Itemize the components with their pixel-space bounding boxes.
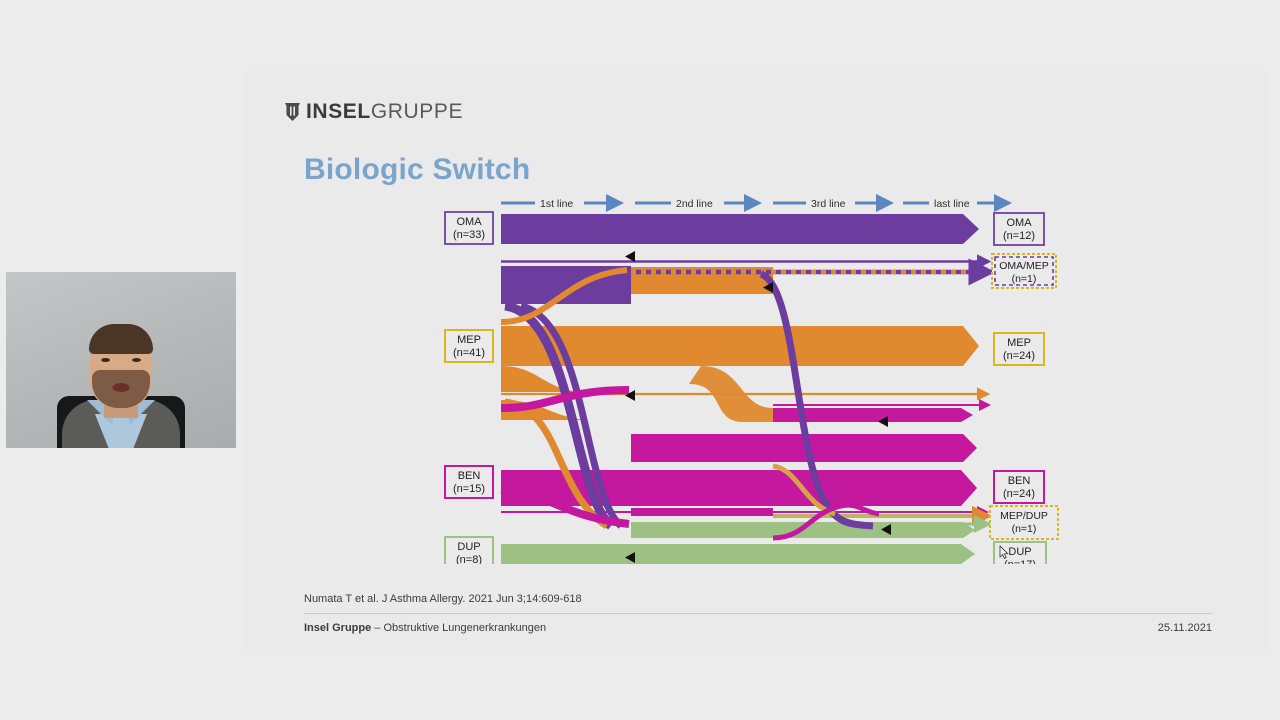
page-title: Biologic Switch	[304, 153, 531, 186]
source-node-oma[interactable]: OMA (n=33)	[444, 211, 494, 245]
flow-dup-persist	[501, 544, 975, 564]
source-node-ben[interactable]: BEN (n=15)	[444, 465, 494, 499]
stage-label-2: 3rd line	[811, 198, 846, 210]
stage-marker-last-line: last line	[903, 194, 1012, 212]
webcam-hair	[89, 324, 153, 354]
target-count-2: (n=24)	[1003, 350, 1035, 362]
stage-label-3: last line	[934, 198, 970, 210]
flow-ben-3rd-seg	[773, 408, 973, 422]
flow-mep-persist	[501, 326, 979, 366]
target-node-ben[interactable]: BEN (n=24)	[993, 470, 1045, 504]
flow-ben-2nd-band	[631, 434, 977, 462]
switch-marker-ben-last	[878, 416, 888, 427]
target-node-oma-mep[interactable]: OMA/MEP (n=1)	[991, 253, 1057, 289]
target-node-labels: OMA (n=12) OMA/MEP (n=1) MEP (n=24)	[989, 212, 1059, 564]
footer-org: Insel Gruppe	[304, 622, 372, 634]
switch-marker-dup-last	[881, 524, 891, 535]
switch-marker-omamep-3rd	[763, 282, 773, 293]
switch-ben-to-mepdup	[772, 502, 880, 541]
sankey-flows	[500, 214, 996, 564]
target-count-0: (n=12)	[1003, 230, 1035, 242]
insel-logo-icon	[285, 103, 300, 121]
footer-left: Insel Gruppe – Obstruktive Lungenerkrank…	[304, 622, 546, 634]
target-count-3: (n=24)	[1003, 488, 1035, 500]
target-count-4: (n=1)	[1012, 523, 1037, 535]
footer-subject: – Obstruktive Lungenerkrankungen	[374, 622, 547, 634]
stage-marker-2nd-line: 2nd line	[635, 194, 762, 212]
sankey-figure: 1st line 2nd line 3rd line	[443, 194, 1068, 564]
flow-oma-persist	[501, 214, 979, 244]
target-count-5: (n=17)	[1004, 559, 1036, 564]
stage-marker-1st-line: 1st line	[501, 194, 624, 212]
target-node-mep-dup[interactable]: MEP/DUP (n=1)	[989, 505, 1059, 540]
webcam-video-tile[interactable]	[6, 272, 236, 448]
target-label-5: DUP	[1008, 546, 1031, 558]
target-node-dup[interactable]: DUP (n=17)	[993, 541, 1047, 564]
footer-divider	[304, 613, 1212, 614]
footer-date: 25.11.2021	[1157, 622, 1212, 634]
switch-ben-up-to-mep	[500, 386, 630, 412]
flow-mep-split-taper	[501, 366, 583, 392]
source-label-1: MEP	[457, 334, 481, 346]
webcam-mouth	[112, 383, 130, 392]
source-count-2: (n=15)	[453, 483, 485, 495]
switch-oma-long-to-bottom	[759, 270, 874, 530]
target-count-1: (n=1)	[1012, 273, 1037, 285]
target-label-2: MEP	[1007, 337, 1031, 349]
source-count-3: (n=8)	[456, 554, 482, 564]
target-label-4: MEP/DUP	[1000, 510, 1048, 522]
source-label-2: BEN	[458, 470, 481, 482]
sankey-svg: 1st line 2nd line 3rd line	[444, 194, 1059, 564]
flow-ben-persist	[501, 470, 977, 506]
target-label-1: OMA/MEP	[999, 260, 1049, 272]
switch-marker-oma-2nd	[625, 251, 635, 262]
source-label-3: DUP	[457, 541, 480, 553]
switch-markers	[625, 251, 891, 563]
switch-mep-up-to-combo	[500, 267, 628, 325]
webcam-eye-right	[132, 358, 141, 362]
source-count-0: (n=33)	[453, 229, 485, 241]
presentation-slide: INSELGRUPPE Biologic Switch	[243, 71, 1268, 650]
webcam-eye-left	[101, 358, 110, 362]
stage-axis: 1st line 2nd line 3rd line	[501, 194, 1012, 212]
target-node-oma[interactable]: OMA (n=12)	[993, 212, 1045, 246]
insel-gruppe-logo: INSELGRUPPE	[284, 100, 463, 124]
stage-marker-3rd-line: 3rd line	[773, 194, 894, 212]
target-node-mep[interactable]: MEP (n=24)	[993, 332, 1045, 366]
flow-ben-low-seg	[631, 508, 773, 516]
source-label-0: OMA	[456, 216, 482, 228]
switch-marker-dup-2nd	[625, 552, 635, 563]
insel-gruppe-wordmark: INSELGRUPPE	[306, 100, 463, 124]
source-count-1: (n=41)	[453, 347, 485, 359]
switch-marker-mep-2nd	[625, 390, 635, 401]
slide-footer: Insel Gruppe – Obstruktive Lungenerkrank…	[304, 622, 1212, 634]
source-node-labels: OMA (n=33) MEP (n=41) BEN (n=15)	[444, 211, 494, 564]
mouse-cursor	[999, 545, 1009, 559]
citation-text: Numata T et al. J Asthma Allergy. 2021 J…	[304, 593, 582, 605]
source-node-dup[interactable]: DUP (n=8)	[444, 536, 494, 564]
brand-light: GRUPPE	[370, 100, 464, 123]
target-label-3: BEN	[1008, 475, 1031, 487]
stage-label-1: 2nd line	[676, 198, 713, 210]
target-label-0: OMA	[1006, 217, 1032, 229]
brand-bold: INSEL	[306, 100, 371, 123]
source-node-mep[interactable]: MEP (n=41)	[444, 329, 494, 363]
switch-ben-down-to-dup	[500, 486, 630, 528]
flow-mep-to-ben	[689, 366, 773, 422]
stage-label-0: 1st line	[540, 198, 573, 210]
switch-oma-to-ben	[519, 302, 624, 529]
